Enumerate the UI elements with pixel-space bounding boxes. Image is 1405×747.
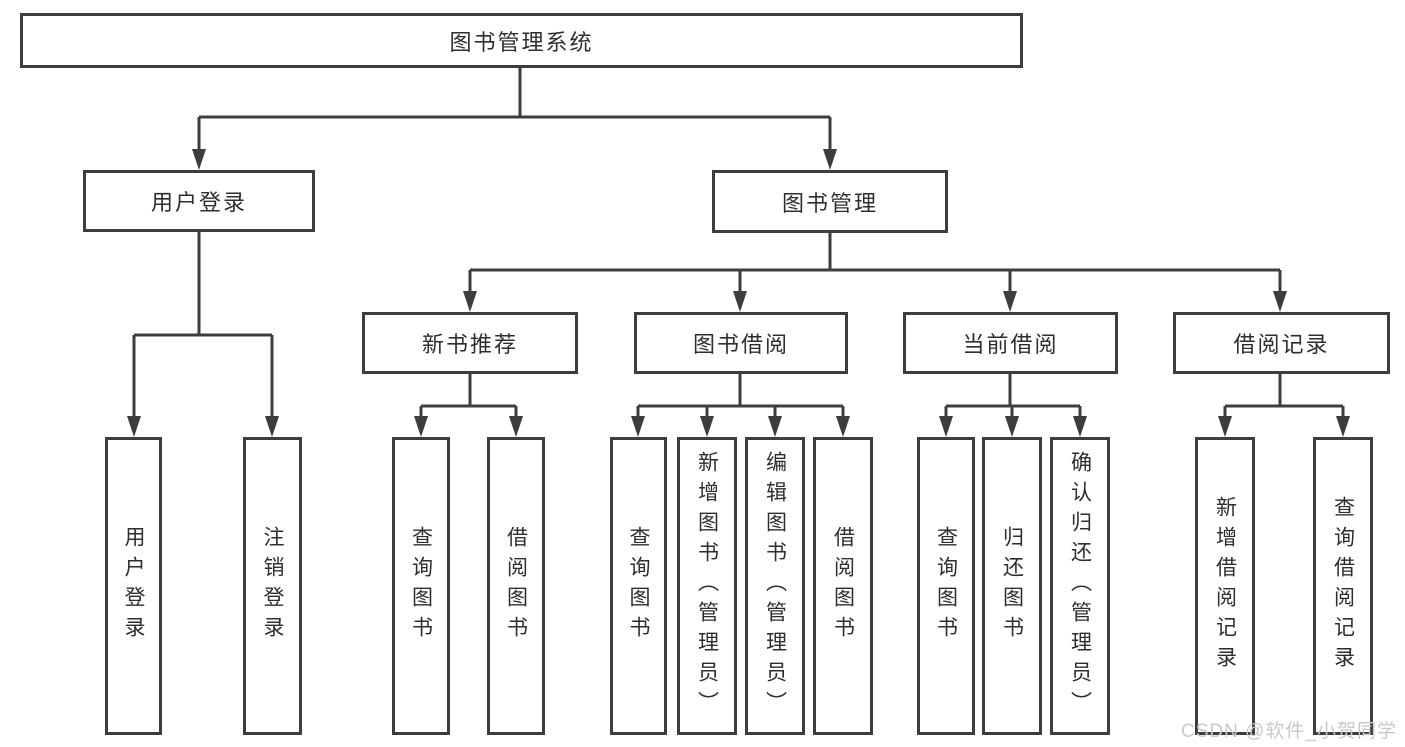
node-label: 查询图书	[627, 526, 650, 646]
node-leaf-borrow-books: 借阅图书	[813, 437, 873, 735]
csdn-watermark: CSDN @软件_小贺同学	[1181, 721, 1397, 742]
node-leaf-return-books: 归还图书	[982, 437, 1042, 735]
node-leaf-borrow-books-recommend: 借阅图书	[487, 437, 545, 735]
node-label: 当前借阅	[962, 332, 1059, 357]
node-label: 图书管理系统	[449, 29, 594, 55]
node-label: 用户登录	[122, 526, 145, 646]
node-book-borrow: 图书借阅	[634, 312, 848, 374]
node-current-borrow: 当前借阅	[903, 312, 1118, 374]
node-label: 新增借阅记录	[1213, 496, 1237, 676]
node-label: 新增图书（管理员）	[695, 451, 719, 721]
node-label: 图书借阅	[692, 332, 789, 357]
node-label: 归还图书	[1000, 526, 1024, 646]
node-leaf-confirm-return-admin: 确认归还（管理员）	[1050, 437, 1110, 735]
node-label: 借阅图书	[504, 526, 528, 646]
node-label: 图书管理	[781, 190, 878, 216]
node-label: 查询图书	[934, 526, 958, 646]
node-label: 借阅记录	[1233, 332, 1330, 357]
node-leaf-query-books-current: 查询图书	[917, 437, 975, 735]
arrowheads	[127, 149, 1350, 437]
connector-lines	[132, 68, 1345, 419]
node-leaf-query-books-borrow: 查询图书	[610, 437, 667, 735]
node-leaf-add-book-admin: 新增图书（管理员）	[677, 437, 737, 735]
node-leaf-edit-book-admin: 编辑图书（管理员）	[745, 437, 805, 735]
node-leaf-user-login-action: 用户登录	[105, 437, 162, 735]
node-leaf-add-borrow-record: 新增借阅记录	[1195, 437, 1255, 735]
node-user-login: 用户登录	[83, 170, 315, 232]
node-label: 查询借阅记录	[1331, 496, 1355, 676]
node-root-library-management-system: 图书管理系统	[20, 13, 1023, 68]
node-label: 确认归还（管理员）	[1068, 451, 1092, 721]
node-book-management: 图书管理	[712, 170, 948, 233]
node-label: 注销登录	[261, 526, 284, 646]
node-label: 编辑图书（管理员）	[763, 451, 787, 721]
node-label: 用户登录	[150, 190, 247, 215]
node-borrow-record: 借阅记录	[1173, 312, 1390, 374]
node-label: 查询图书	[409, 526, 433, 646]
node-leaf-query-borrow-record: 查询借阅记录	[1313, 437, 1373, 735]
node-label: 新书推荐	[421, 332, 518, 357]
node-label: 借阅图书	[831, 526, 855, 646]
node-leaf-query-books-recommend: 查询图书	[392, 437, 450, 735]
node-new-book-recommend: 新书推荐	[362, 312, 578, 374]
node-leaf-logout-action: 注销登录	[243, 437, 302, 735]
